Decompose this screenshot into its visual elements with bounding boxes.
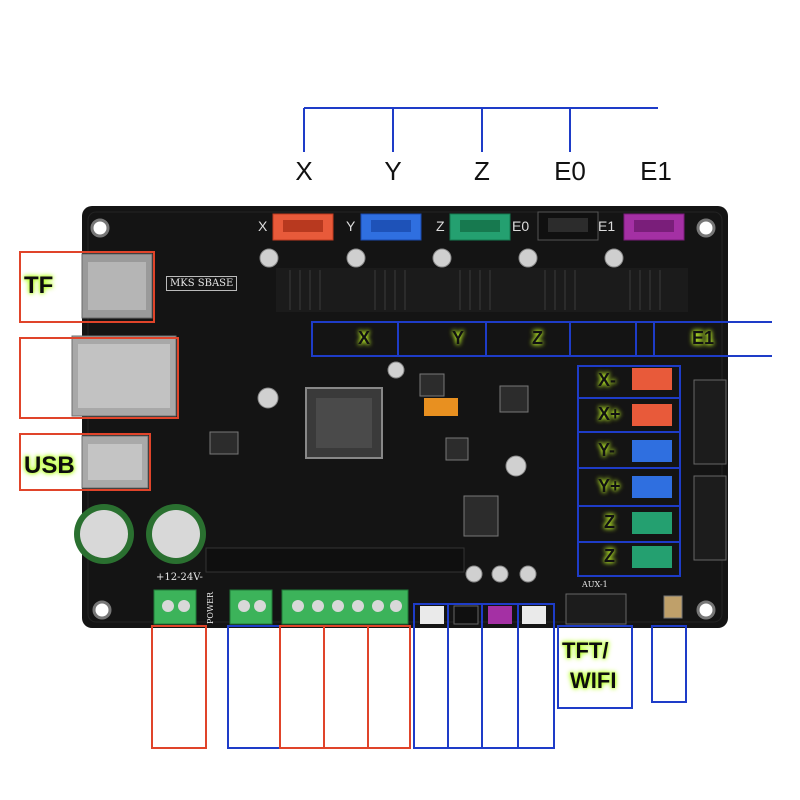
axis-label-e0: E0 [554,156,586,186]
silk-x: X [258,218,268,234]
axis-label-e1: E1 [640,156,672,186]
driver-label-e1: E1 [692,328,715,348]
silk-z: Z [436,218,445,234]
endstop-highlight-boxes [577,365,681,577]
axis-label-z: Z [474,156,490,186]
dip-switch [424,398,458,416]
small-capacitors [257,361,537,583]
endstop-label-y-min: Y- [598,440,616,460]
power-terminal [153,589,197,625]
driver-label-x: X [358,328,371,348]
driver-highlight-boxes [311,321,772,357]
main-capacitors [74,504,206,564]
label-tf: TF [24,272,54,299]
label-usb: USB [24,452,75,479]
heater-mosfet-rail [205,547,465,573]
endstop-label-y-max: Y+ [598,476,621,496]
motor-connectors [272,211,685,241]
axis-bracket [303,107,658,152]
z-min-endstop [632,512,672,534]
driver-label-z: Z [532,328,543,348]
endstop-label-z-max: Z [604,546,615,566]
x-max-endstop [632,404,672,426]
axis-label-x: X [295,156,313,186]
endstop-label-x-max: X+ [598,404,621,424]
y-min-endstop [632,440,672,462]
thermistor-4 [522,606,546,624]
endstop-connectors [632,368,672,568]
board-power: POWER [206,591,215,624]
endstop-label-x-min: X- [598,370,616,390]
driver-label-y: Y [452,328,465,348]
silk-e0: E0 [512,218,530,234]
endstop-label-z-min: Z [604,512,615,532]
z-max-endstop [632,546,672,568]
exp-headers [693,379,727,561]
side-highlight-boxes [19,251,179,491]
mounting-holes [90,218,716,620]
thermistor-2 [453,605,479,625]
y-max-endstop [632,476,672,498]
small-ics [209,373,529,537]
driver-capacitors [259,248,624,268]
driver-heatsinks [276,268,688,312]
left-ports [71,253,177,489]
x-min-endstop [632,368,672,390]
silk-e1: E1 [598,218,616,234]
silk-y: Y [346,218,356,234]
bottom-highlight-boxes [151,603,687,749]
reset-button [663,595,683,619]
thermistor-1 [420,606,444,624]
label-tft: TFT/ [562,638,609,663]
aux-header [565,593,627,625]
board-model: MKS SBASE [166,276,238,291]
board-aux: AUX-1 [582,580,608,589]
label-wifi: WIFI [570,668,617,693]
bottom-terminals [153,589,683,625]
board-voltage: +12-24V- [156,572,203,583]
mcu-chip [305,387,383,459]
thermistor-3 [488,606,512,624]
axis-label-y: Y [384,156,402,186]
